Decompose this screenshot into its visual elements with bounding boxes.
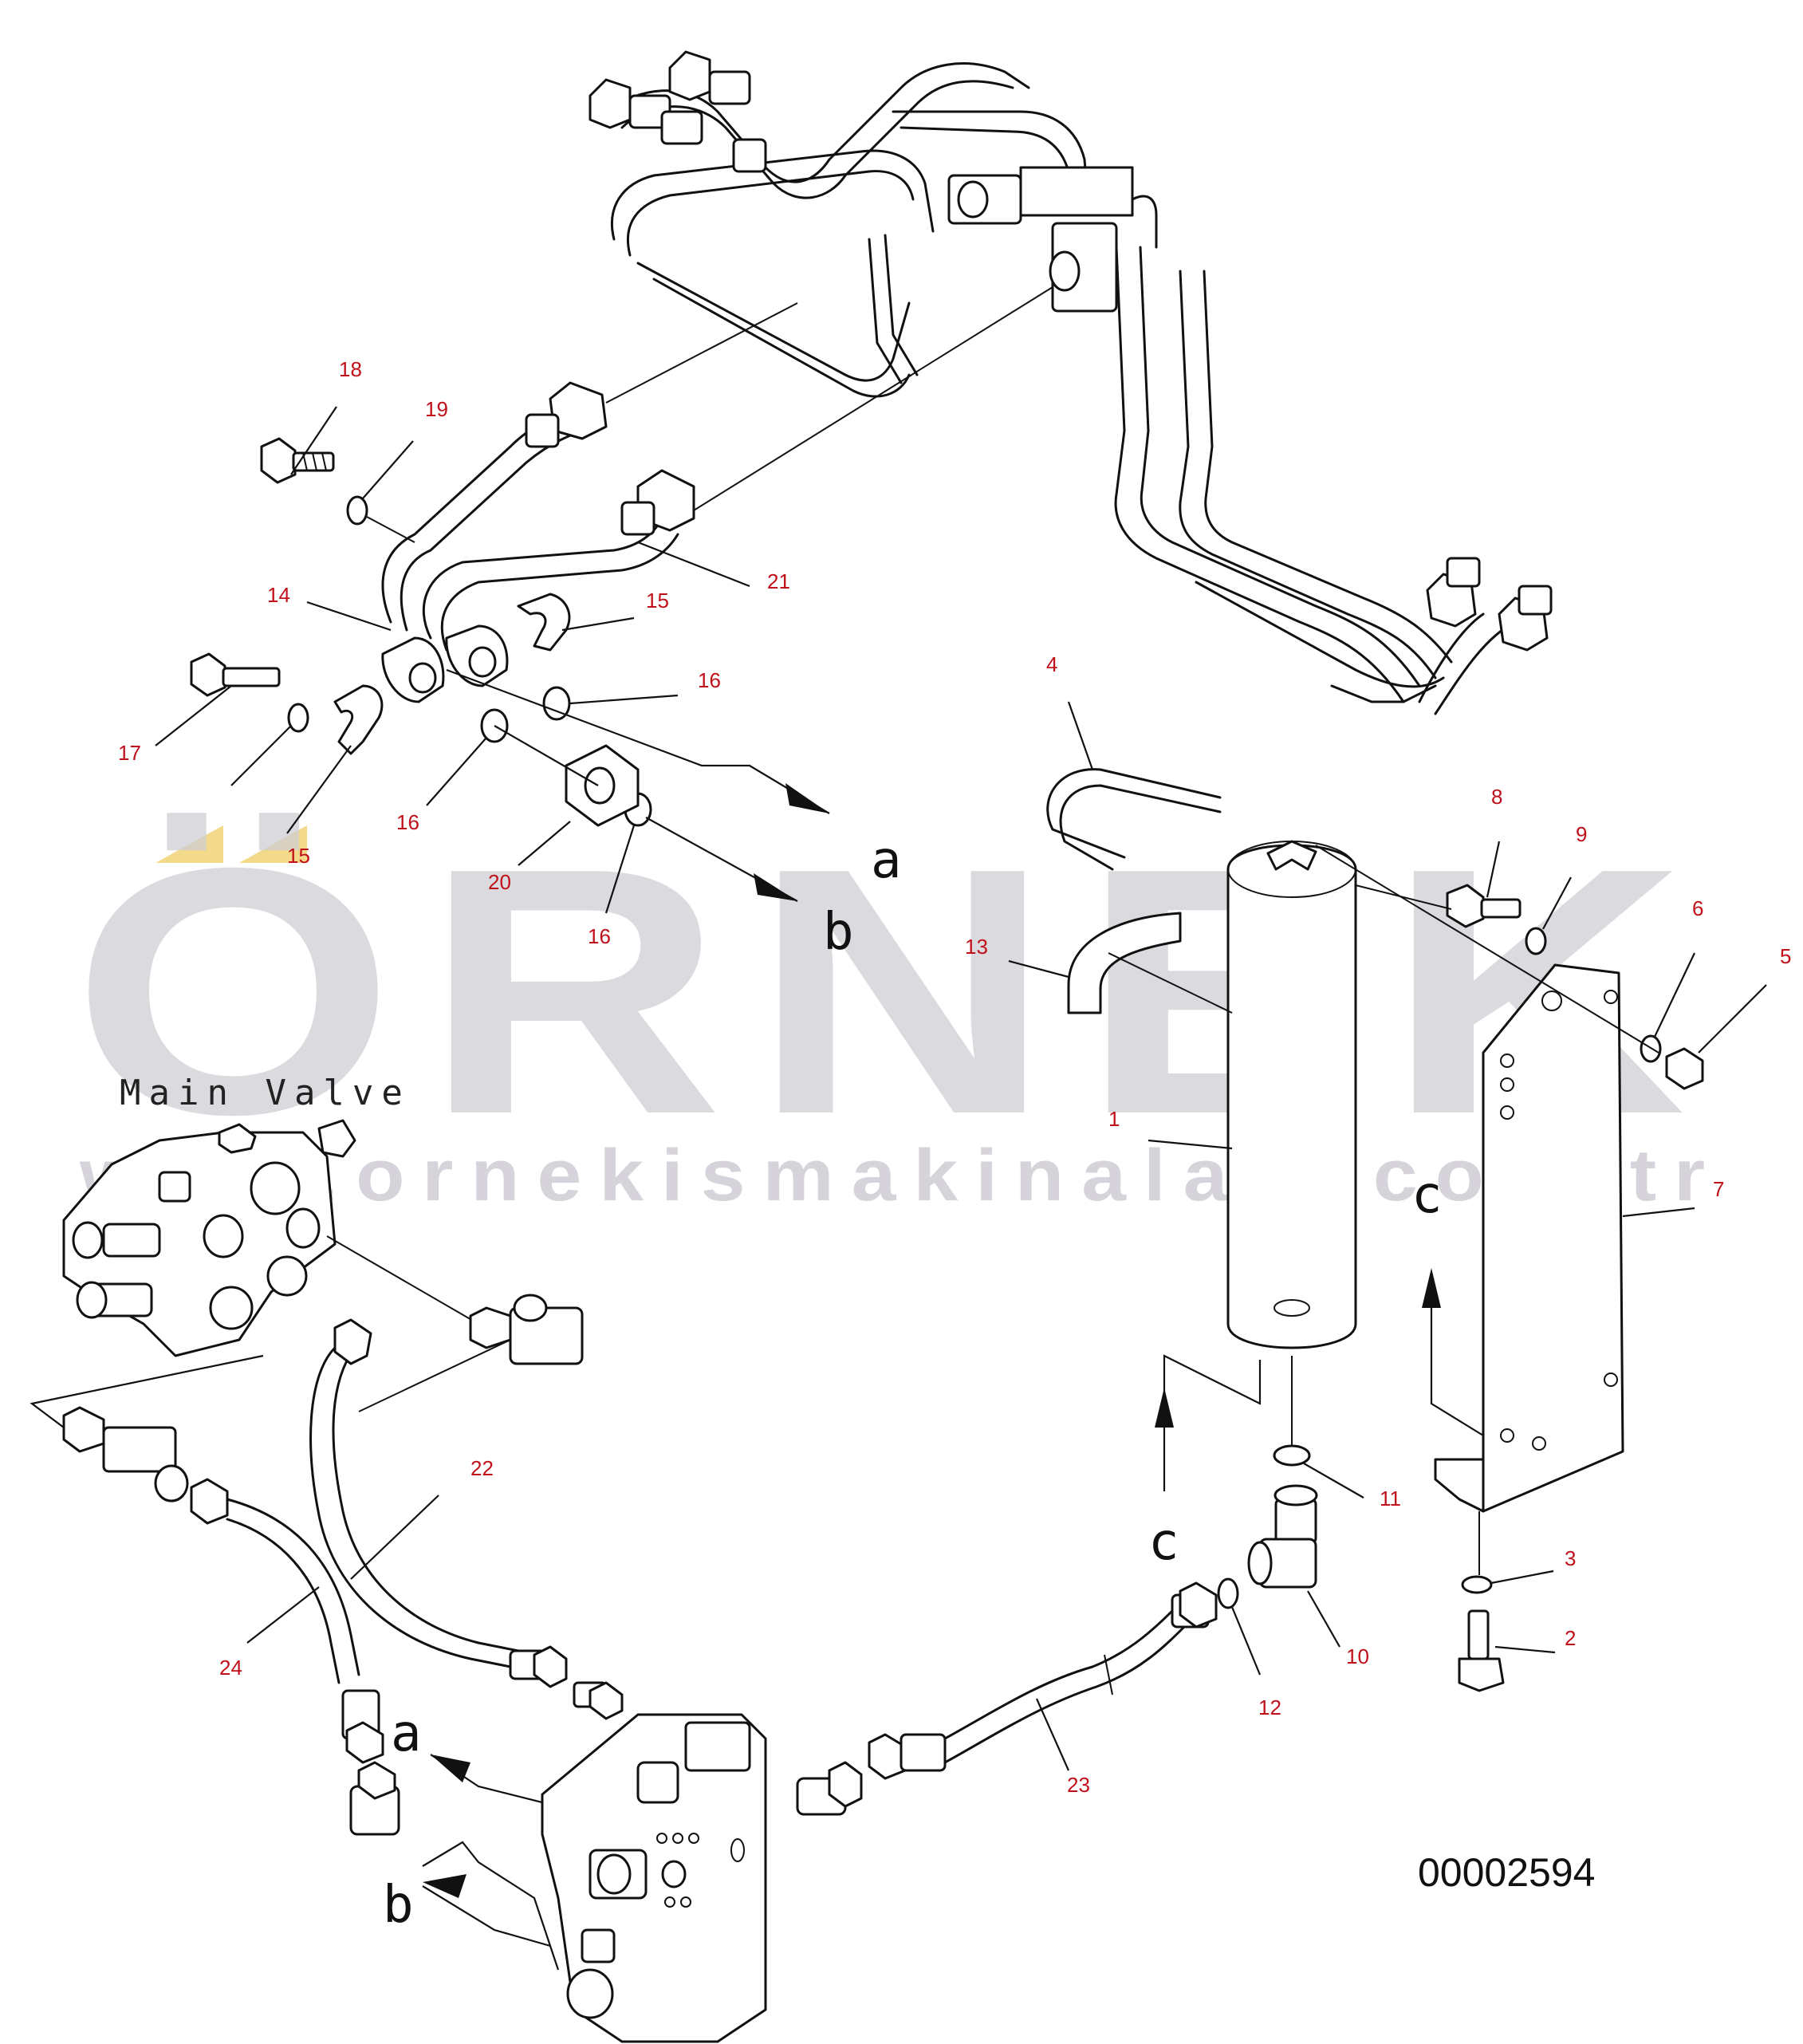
- arrow-c-right: [1422, 1268, 1441, 1308]
- callout-17: 17: [118, 741, 141, 765]
- callout-14: 14: [267, 583, 290, 607]
- fitting-top-1: [589, 78, 632, 129]
- callout-7: 7: [1713, 1177, 1724, 1201]
- callout-15-upper: 15: [646, 589, 669, 612]
- callout-5: 5: [1780, 944, 1791, 968]
- washer-3: [1461, 1575, 1493, 1594]
- band-13: [1067, 912, 1182, 1014]
- hose-22: [309, 1318, 568, 1688]
- leader-lines: [155, 406, 1767, 1771]
- arrow-a-lower: [431, 1755, 470, 1782]
- bracket-7: [1434, 963, 1624, 1513]
- arrow-c-lower: [1155, 1388, 1174, 1428]
- arrow-a-upper: [785, 783, 829, 813]
- main-valve-label: Main Valve: [120, 1073, 411, 1113]
- upper-pipe-assembly: [589, 50, 1553, 715]
- oring-12: [1217, 1577, 1239, 1609]
- elbow-24: [349, 1761, 400, 1836]
- washer-19: [346, 495, 368, 526]
- callout-13: 13: [965, 935, 988, 959]
- callout-18: 18: [339, 357, 362, 381]
- flow-letter-a-lower: a: [391, 1704, 422, 1763]
- clamp-15-upper: [517, 593, 571, 652]
- fitting-top-2: [668, 50, 711, 101]
- arrow-b-lower: [423, 1874, 466, 1898]
- bolt-17: [190, 652, 281, 697]
- callout-10: 10: [1346, 1644, 1369, 1668]
- callout-19: 19: [425, 397, 448, 421]
- accumulator-1: [1226, 840, 1357, 1349]
- bolt-8: [1446, 884, 1522, 928]
- callout-1: 1: [1108, 1107, 1120, 1131]
- flow-letter-a-upper: a: [871, 831, 902, 890]
- callout-9: 9: [1576, 822, 1587, 846]
- clamp-15-lower: [333, 684, 384, 755]
- callout-20: 20: [488, 870, 511, 894]
- nut-5: [1665, 1047, 1704, 1090]
- callout-3: 3: [1565, 1546, 1576, 1570]
- main-valve: [62, 1119, 356, 1357]
- callout-6: 6: [1692, 896, 1703, 920]
- callout-12: 12: [1258, 1695, 1281, 1719]
- hose-24: [190, 1478, 384, 1764]
- washer-9: [1525, 927, 1547, 955]
- watermark-accent-right: [239, 825, 307, 863]
- flange-20: [565, 744, 640, 827]
- bolt-2: [1458, 1609, 1505, 1692]
- callout-4: 4: [1046, 652, 1057, 676]
- callout-22: 22: [470, 1456, 494, 1480]
- callout-16-c: 16: [588, 924, 611, 948]
- callout-11: 11: [1380, 1487, 1401, 1510]
- bolt-18: [260, 437, 335, 484]
- callout-24: 24: [219, 1656, 242, 1680]
- callout-8: 8: [1491, 785, 1502, 809]
- flow-letter-c-lower: c: [1148, 1513, 1179, 1572]
- adapter-left: [62, 1406, 189, 1502]
- callout-16-a: 16: [698, 668, 721, 692]
- callout-2: 2: [1565, 1626, 1576, 1650]
- hose-23: [868, 1581, 1218, 1780]
- callout-21: 21: [767, 569, 790, 593]
- connector-23-valve: [796, 1761, 863, 1816]
- oring-11: [1273, 1444, 1311, 1467]
- arrow-b-upper: [754, 873, 797, 901]
- callout-16-b: 16: [396, 810, 419, 834]
- callout-23: 23: [1067, 1773, 1090, 1797]
- flow-letter-c-right: c: [1411, 1166, 1443, 1225]
- callouts: 1 2 3 4 5 6 7 8 9 10 11 12 13 14 15 15 1…: [118, 357, 1791, 1797]
- adapter-22: [573, 1681, 624, 1720]
- watermark-accent-left: [155, 825, 223, 863]
- flow-letter-b-upper: b: [823, 903, 854, 962]
- oring-16-a: [542, 686, 571, 721]
- drawing-number: 00002594: [1418, 1850, 1595, 1895]
- washer-17: [287, 703, 309, 733]
- flow-letter-b-lower: b: [383, 1876, 414, 1935]
- callout-15-lower: 15: [287, 844, 310, 868]
- elbow-fitting-valve: [469, 1294, 584, 1365]
- elbow-10: [1247, 1484, 1318, 1589]
- valve-block-lower: [541, 1713, 767, 2043]
- hose-assembly-upper: [381, 286, 1053, 703]
